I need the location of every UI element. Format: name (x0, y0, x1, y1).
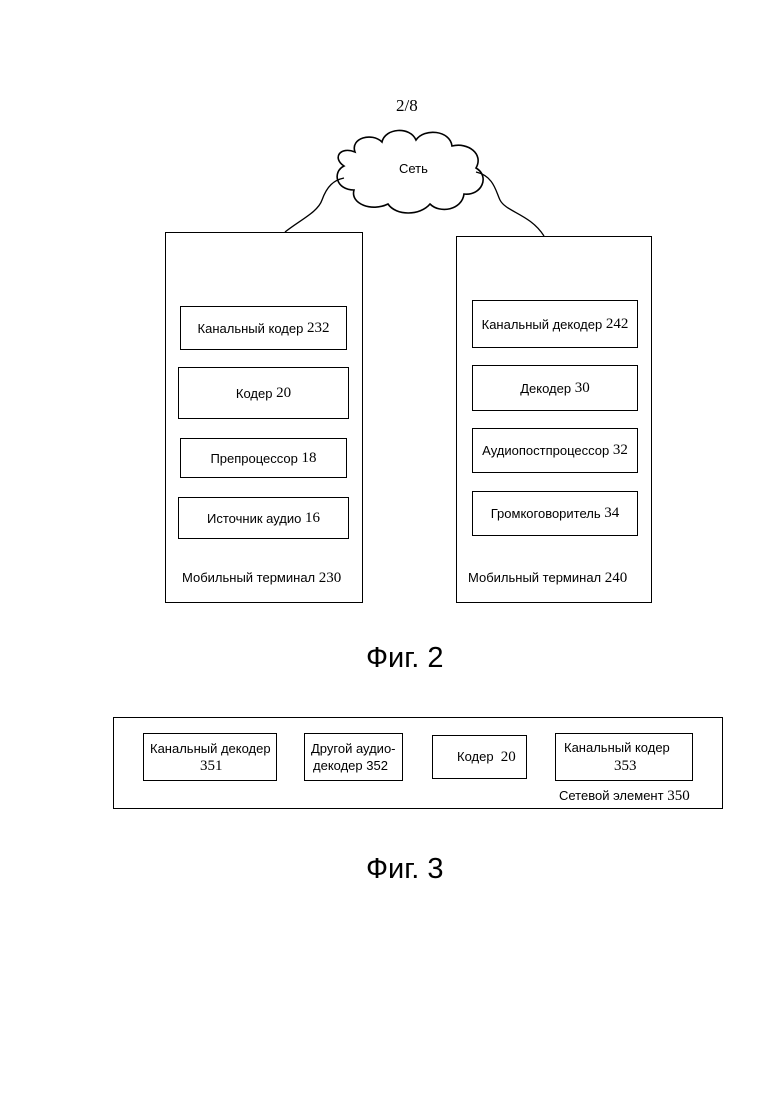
decoder-30-block: Декодер 30 (472, 365, 638, 411)
loudspeaker-34-block: Громкоговоритель 34 (472, 491, 638, 536)
block-number: 232 (307, 320, 330, 337)
channel-decoder-242-block: Канальный декодер 242 (472, 300, 638, 348)
audio-postprocessor-32-block: Аудиопостпроцессор 32 (472, 428, 638, 473)
block-number: 16 (305, 510, 320, 527)
block-text: Источник аудио (207, 510, 301, 527)
terminal-label-text: Мобильный терминал (468, 570, 601, 585)
preprocessor-18-block: Препроцессор 18 (180, 438, 347, 478)
block-line2: декодер 352 (313, 758, 388, 774)
block-line2: 20 (501, 749, 516, 765)
block-number: 34 (604, 505, 619, 522)
encoder-20-block-fig3: Кодер 20 (432, 735, 527, 779)
block-number: 242 (606, 316, 629, 333)
block-line1: Канальный декодер (150, 741, 271, 757)
block-line2: 353 (614, 758, 637, 774)
block-text: Громкоговоритель (491, 505, 601, 522)
encoder-20-block: Кодер 20 (178, 367, 349, 419)
block-text: Аудиопостпроцессор (482, 442, 609, 459)
block-line1: Канальный кодер (564, 740, 670, 756)
block-number: 20 (276, 385, 291, 402)
channel-encoder-232-block: Канальный кодер 232 (180, 306, 347, 350)
mobile-terminal-230-label: Мобильный терминал 230 (182, 570, 341, 586)
channel-encoder-353-block: Канальный кодер 353 (555, 733, 693, 781)
element-number: 350 (667, 788, 690, 804)
mobile-terminal-240-label: Мобильный терминал 240 (468, 570, 627, 586)
page-number: 2/8 (396, 98, 418, 114)
audio-source-16-block: Источник аудио 16 (178, 497, 349, 539)
network-element-350-label: Сетевой элемент 350 (559, 788, 690, 804)
figure-2-caption: Фиг. 2 (366, 642, 444, 675)
terminal-label-text: Мобильный терминал (182, 570, 315, 585)
other-audio-decoder-352-block: Другой аудио- декодер 352 (304, 733, 403, 781)
left-wire (285, 178, 344, 232)
mobile-terminal-240 (456, 236, 652, 603)
block-text: Препроцессор (210, 450, 297, 467)
terminal-number: 230 (319, 570, 342, 586)
terminal-number: 240 (605, 570, 628, 586)
network-label: Сеть (399, 161, 428, 177)
block-line2: 351 (200, 758, 223, 774)
channel-decoder-351-block: Канальный декодер 351 (143, 733, 277, 781)
figure-3-caption: Фиг. 3 (366, 853, 444, 886)
block-line1: Кодер (457, 749, 494, 764)
block-number: 32 (613, 442, 628, 459)
block-text: Кодер (236, 385, 273, 402)
element-label-text: Сетевой элемент (559, 788, 664, 803)
block-number: 30 (575, 380, 590, 397)
right-wire (476, 172, 544, 236)
block-line1: Другой аудио- (311, 741, 396, 757)
block-text: Декодер (520, 380, 571, 397)
block-text: Канальный декодер (482, 316, 603, 333)
block-number: 18 (302, 450, 317, 467)
block-line1-and-number: Кодер 20 (457, 749, 516, 765)
block-text: Канальный кодер (198, 320, 304, 337)
